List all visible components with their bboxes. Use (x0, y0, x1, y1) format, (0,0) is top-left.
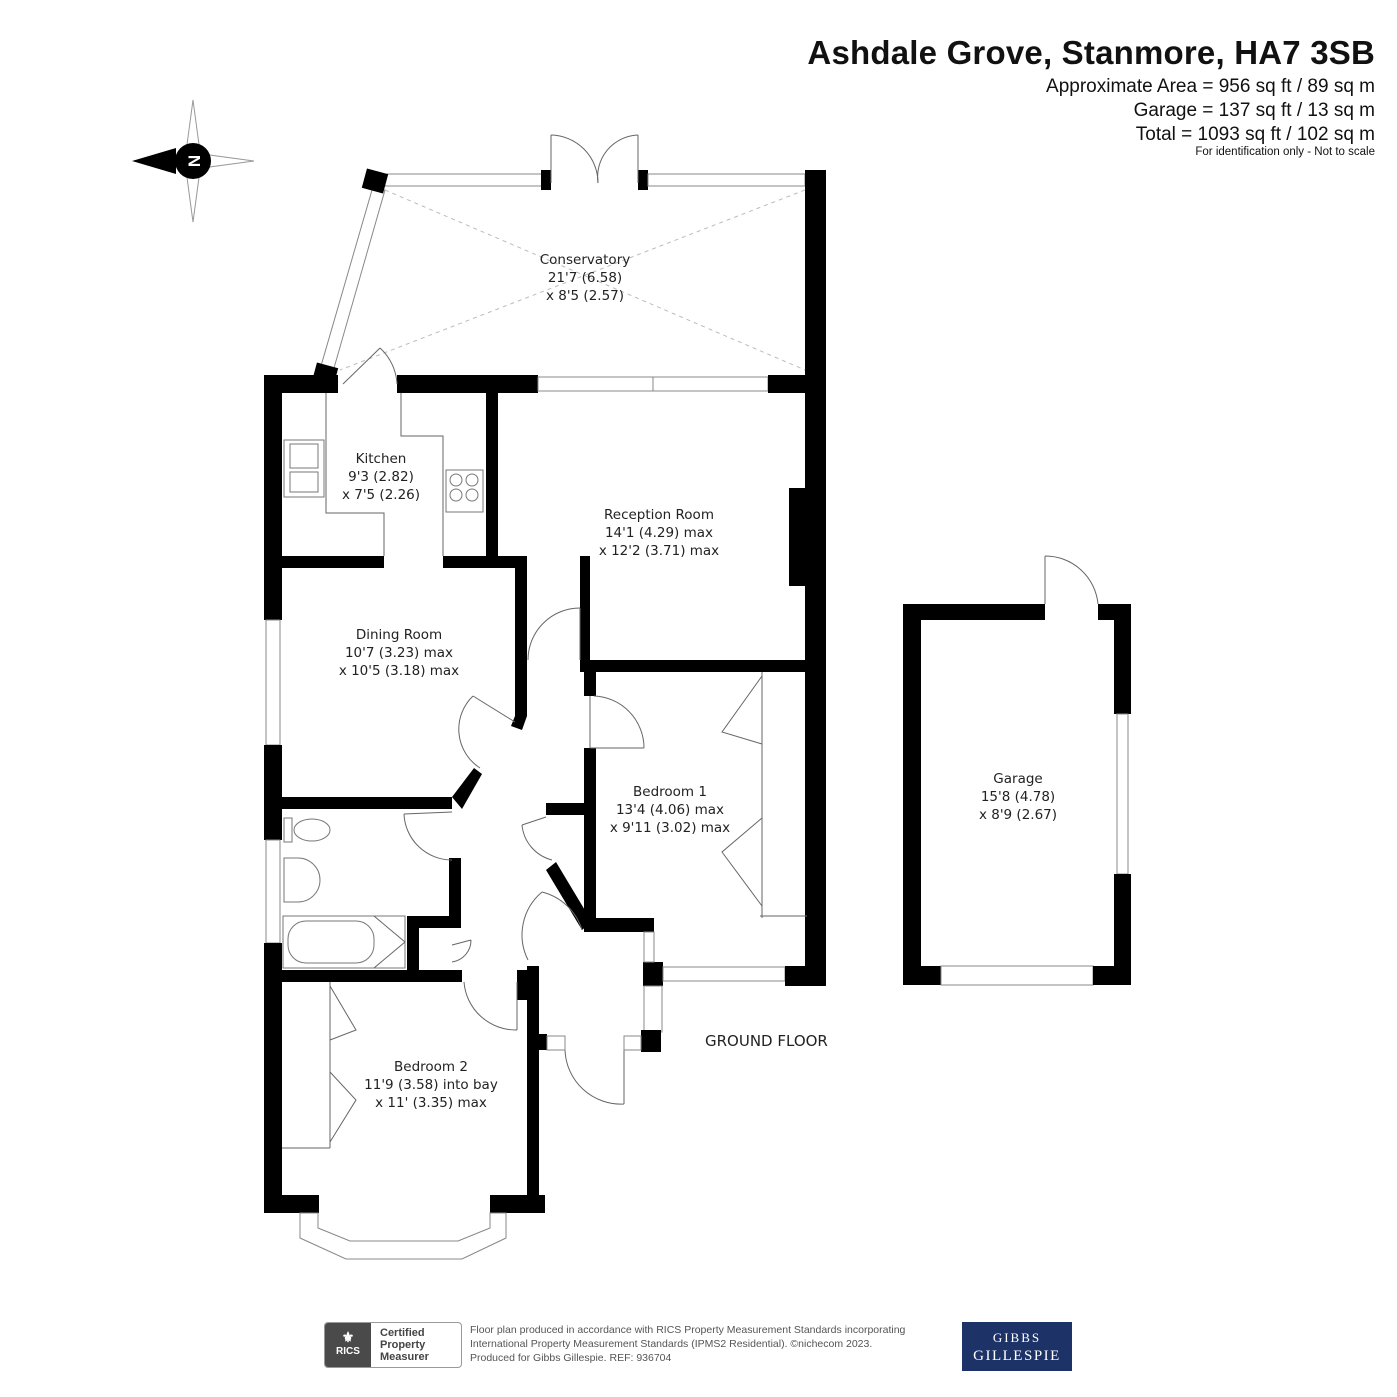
room-label-reception: Reception Room 14'1 (4.29) max x 12'2 (3… (599, 507, 719, 559)
room-label-garage: Garage 15'8 (4.78) x 8'9 (2.67) (979, 771, 1057, 823)
svg-text:13'4 (4.06) max: 13'4 (4.06) max (616, 802, 724, 818)
svg-text:21'7 (6.58): 21'7 (6.58) (548, 270, 622, 286)
svg-text:Bedroom 1: Bedroom 1 (633, 784, 707, 800)
bath-icon (282, 915, 406, 969)
rics-badge: ⚜ RICS Certified Property Measurer (324, 1322, 462, 1368)
room-label-kitchen: Kitchen 9'3 (2.82) x 7'5 (2.26) (342, 451, 420, 503)
total-area: Total = 1093 sq ft / 102 sq m (1135, 124, 1375, 145)
toilet-icon (283, 817, 331, 843)
svg-text:15'8 (4.78): 15'8 (4.78) (981, 789, 1055, 805)
conservatory-walls (320, 168, 826, 985)
bedroom1-wardrobe (721, 672, 807, 918)
garage-side-door[interactable] (1044, 555, 1099, 605)
north-letter: N (185, 155, 204, 167)
bedroom1-door[interactable] (589, 695, 645, 749)
svg-text:x 9'11 (3.02) max: x 9'11 (3.02) max (610, 820, 730, 836)
chimney-breast (789, 488, 807, 586)
svg-text:14'1 (4.29) max: 14'1 (4.29) max (605, 525, 713, 541)
kitchen-door[interactable] (342, 347, 398, 385)
hall-door[interactable] (521, 891, 583, 961)
cupboard-door[interactable] (521, 816, 553, 861)
bathroom-door[interactable] (403, 811, 453, 861)
basin-icon (283, 857, 321, 903)
french-doors[interactable] (550, 134, 639, 184)
rics-logo: ⚜ RICS (325, 1323, 371, 1367)
svg-text:Kitchen: Kitchen (356, 451, 407, 467)
bedroom2-door[interactable] (451, 939, 518, 1031)
svg-text:x 11' (3.35) max: x 11' (3.35) max (375, 1095, 487, 1111)
svg-text:Conservatory: Conservatory (540, 252, 631, 268)
footer-disclaimer: Floor plan produced in accordance with R… (470, 1324, 906, 1364)
compass-rose-icon: N (132, 99, 255, 223)
room-label-bedroom1: Bedroom 1 13'4 (4.06) max x 9'11 (3.02) … (610, 784, 730, 836)
room-label-conservatory: Conservatory 21'7 (6.58) x 8'5 (2.57) (540, 252, 631, 304)
svg-text:9'3 (2.82): 9'3 (2.82) (348, 469, 414, 485)
svg-text:10'7 (3.23) max: 10'7 (3.23) max (345, 645, 453, 661)
room-label-dining: Dining Room 10'7 (3.23) max x 10'5 (3.18… (339, 627, 459, 679)
svg-text:Garage: Garage (993, 771, 1042, 787)
approximate-area: Approximate Area = 956 sq ft / 89 sq m (1046, 76, 1375, 97)
bedroom2-wardrobe (282, 982, 357, 1149)
house-walls (264, 362, 826, 1213)
agent-logo: GIBBS GILLESPIE (962, 1322, 1072, 1371)
front-door[interactable] (546, 1035, 642, 1105)
property-title: Ashdale Grove, Stanmore, HA7 3SB (807, 34, 1375, 71)
svg-text:x 10'5 (3.18) max: x 10'5 (3.18) max (339, 663, 459, 679)
dining-room-door[interactable] (458, 695, 516, 769)
svg-text:Dining Room: Dining Room (356, 627, 442, 643)
rics-badge-text: Certified Property Measurer (380, 1327, 429, 1363)
sink-icon (283, 439, 325, 498)
scale-disclaimer: For identification only - Not to scale (1195, 146, 1375, 158)
svg-text:Reception Room: Reception Room (604, 507, 714, 523)
svg-text:11'9 (3.58) into bay: 11'9 (3.58) into bay (364, 1077, 498, 1093)
svg-text:Bedroom 2: Bedroom 2 (394, 1059, 468, 1075)
svg-text:x 12'2 (3.71) max: x 12'2 (3.71) max (599, 543, 719, 559)
room-label-bedroom2: Bedroom 2 11'9 (3.58) into bay x 11' (3.… (364, 1059, 498, 1111)
floor-label: GROUND FLOOR (705, 1032, 828, 1050)
reception-door[interactable] (527, 607, 581, 661)
svg-text:x 8'5 (2.57): x 8'5 (2.57) (546, 288, 624, 304)
hob-icon (445, 469, 484, 513)
svg-text:x 7'5 (2.26): x 7'5 (2.26) (342, 487, 420, 503)
bay-window (299, 1212, 507, 1260)
svg-text:x 8'9 (2.67): x 8'9 (2.67) (979, 807, 1057, 823)
kitchen-worktop (325, 393, 444, 556)
garage-area: Garage = 137 sq ft / 13 sq m (1133, 100, 1375, 121)
garage-walls (903, 604, 1131, 986)
